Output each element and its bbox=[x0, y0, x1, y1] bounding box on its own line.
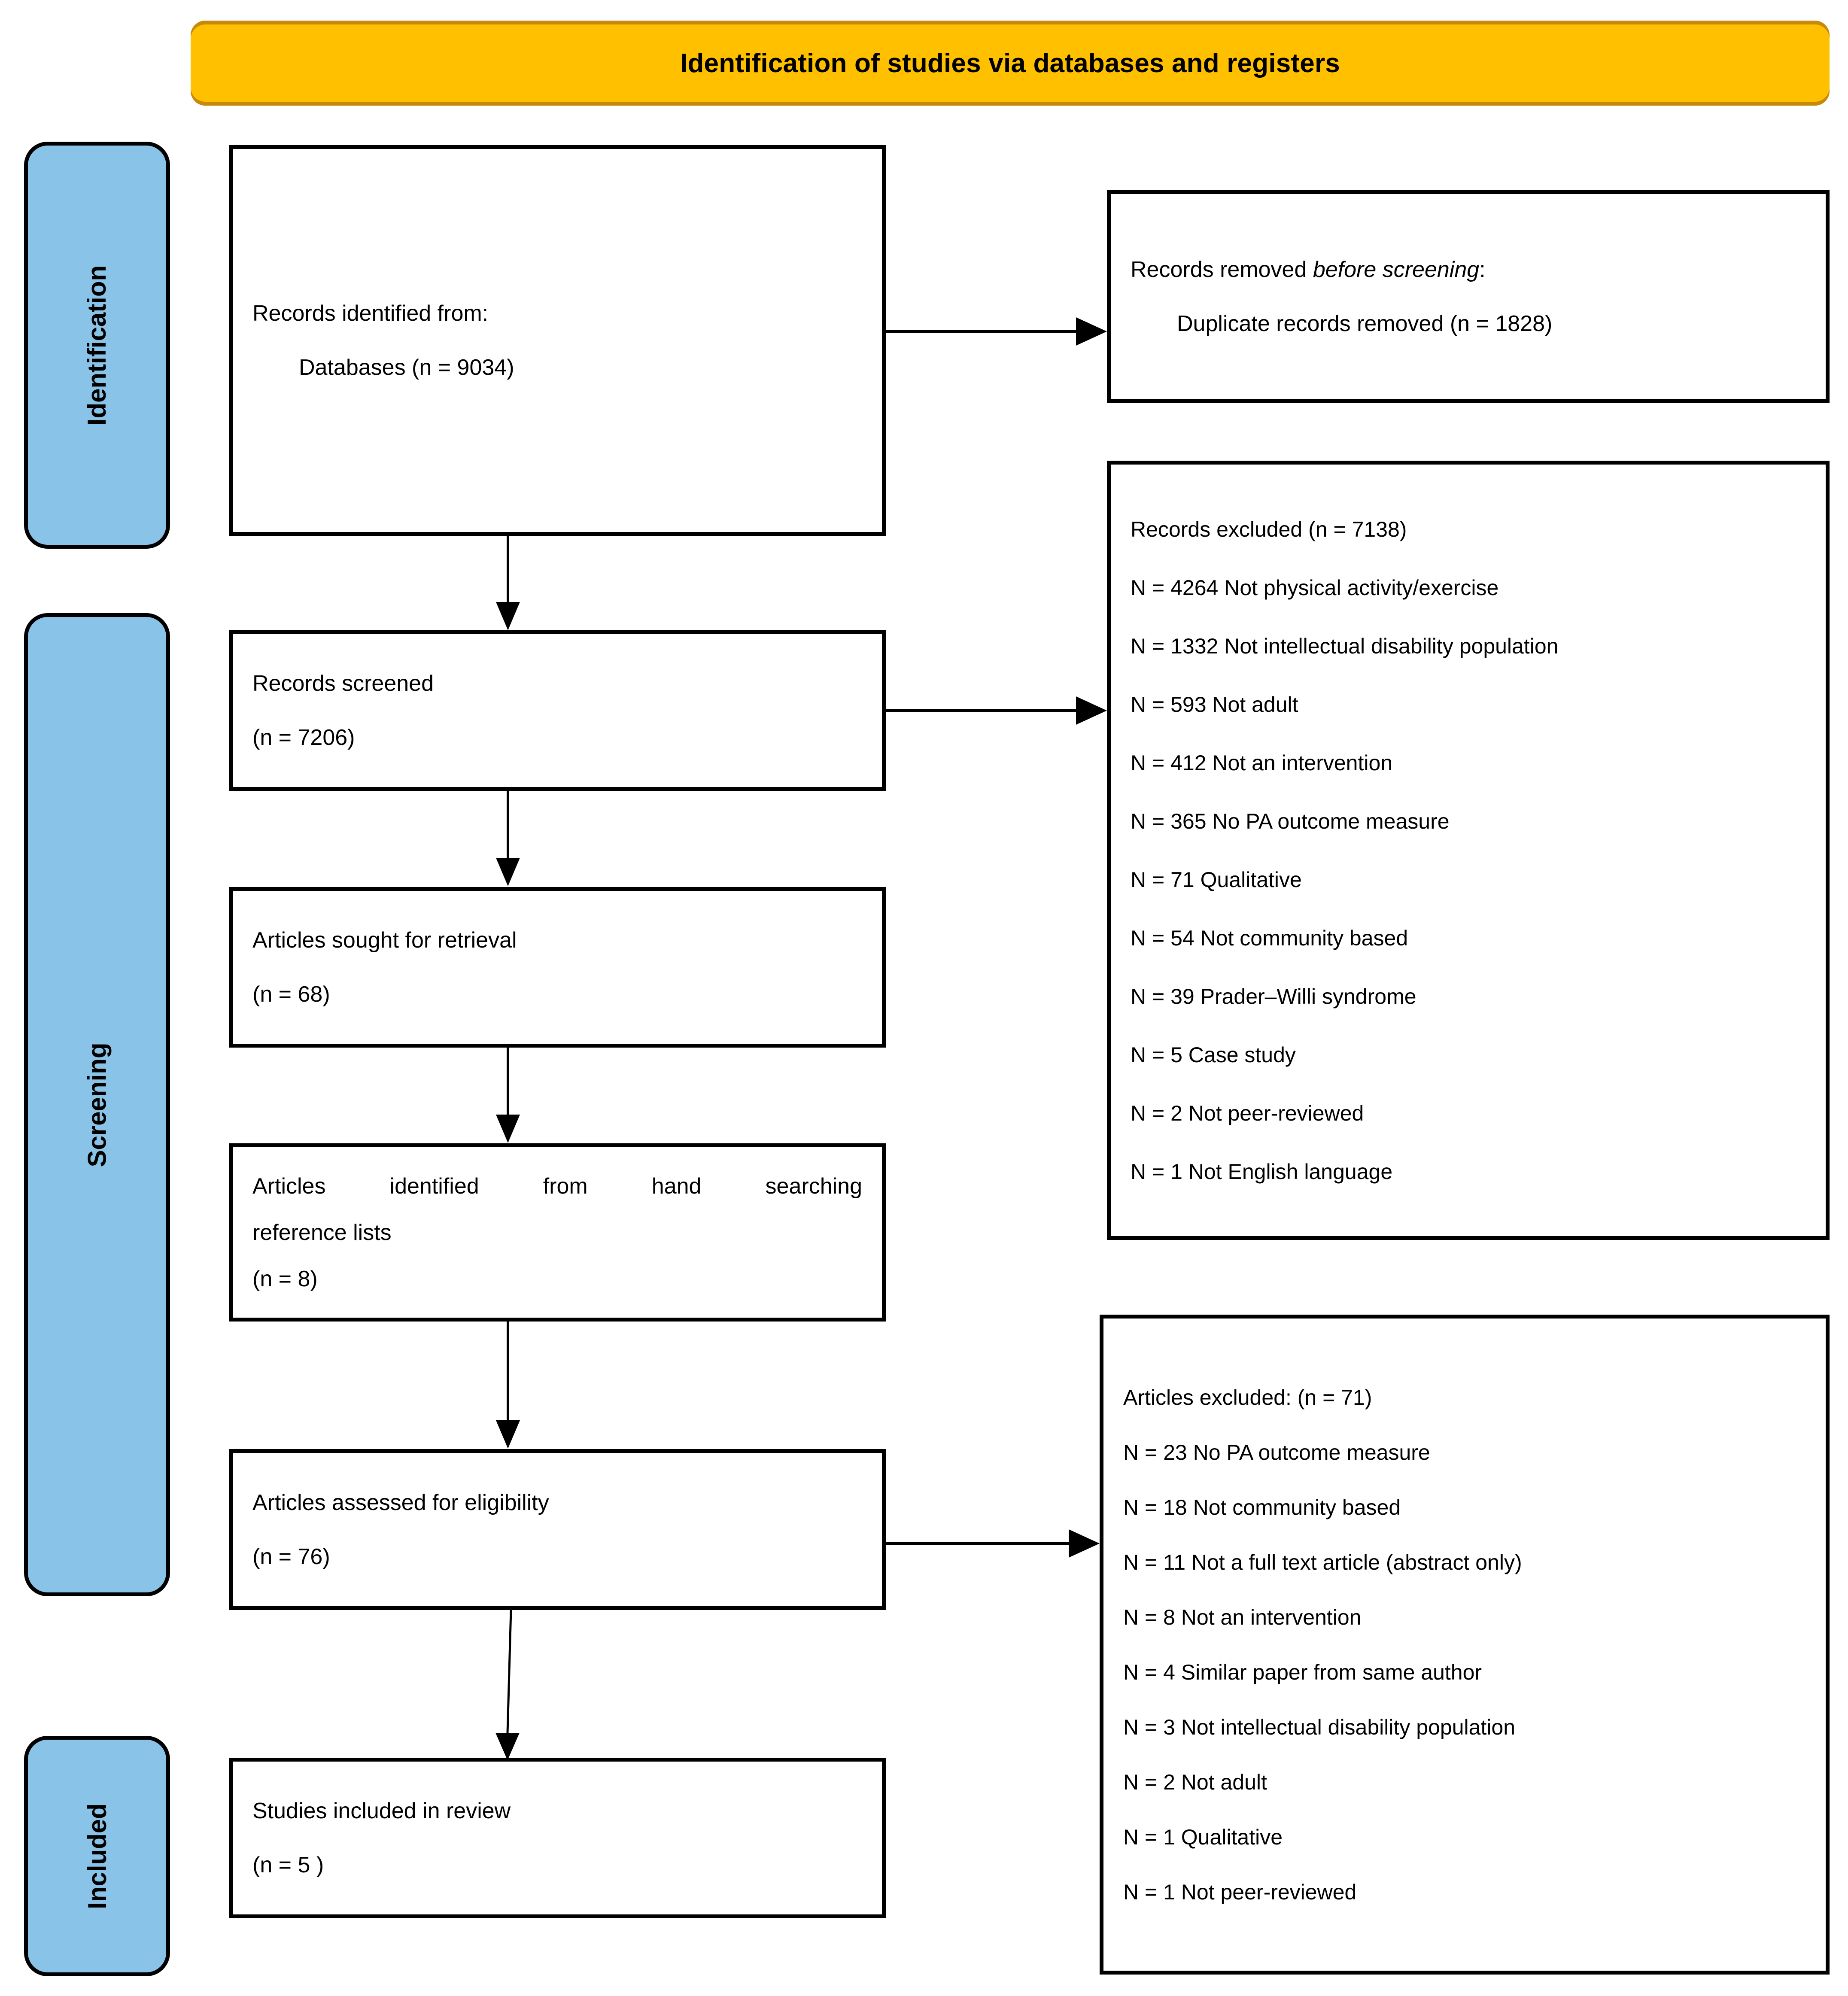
articles-sought-line2: (n = 68) bbox=[252, 982, 330, 1007]
stage-label-identification: Identification bbox=[24, 142, 170, 549]
records-removed-line1: Records removed before screening: bbox=[1131, 258, 1806, 281]
box-articles-eligibility: Articles assessed for eligibility (n = 7… bbox=[229, 1449, 886, 1610]
arrowhead-sought-to-handsearch bbox=[496, 1115, 520, 1143]
records-removed-line2: Duplicate records removed (n = 1828) bbox=[1177, 311, 1553, 336]
box-records-excluded: Records excluded (n = 7138) N = 4264 Not… bbox=[1107, 461, 1830, 1240]
connector-handsearch-to-eligibility bbox=[507, 1322, 509, 1421]
articles-excluded-item: N = 2 Not adult bbox=[1123, 1770, 1267, 1794]
records-screened-line2: (n = 7206) bbox=[252, 725, 355, 750]
articles-excluded-item: N = 23 No PA outcome measure bbox=[1123, 1440, 1430, 1464]
records-excluded-item: N = 412 Not an intervention bbox=[1131, 750, 1393, 775]
studies-included-line2: (n = 5 ) bbox=[252, 1853, 324, 1878]
records-identified-line1: Records identified from: bbox=[252, 301, 489, 326]
connector-sought-to-handsearch bbox=[507, 1048, 509, 1115]
records-excluded-item: N = 1 Not English language bbox=[1131, 1159, 1393, 1184]
records-identified-line2: Databases (n = 9034) bbox=[299, 355, 514, 380]
box-records-removed: Records removed before screening: Duplic… bbox=[1107, 190, 1830, 403]
studies-included-line1: Studies included in review bbox=[252, 1799, 511, 1823]
articles-eligibility-line1: Articles assessed for eligibility bbox=[252, 1490, 549, 1515]
connector-identified-to-screened bbox=[507, 536, 509, 605]
records-excluded-item: N = 39 Prader–Willi syndrome bbox=[1131, 984, 1416, 1009]
page-title: Identification of studies via databases … bbox=[680, 48, 1340, 78]
articles-excluded-item: N = 1 Qualitative bbox=[1123, 1825, 1283, 1849]
records-excluded-item: N = 593 Not adult bbox=[1131, 692, 1298, 717]
articles-handsearch-line3: (n = 8) bbox=[252, 1266, 318, 1291]
records-removed-emphasis: before screening bbox=[1313, 257, 1480, 282]
arrowhead-screened-to-sought bbox=[496, 858, 520, 886]
box-articles-excluded: Articles excluded: (n = 71) N = 23 No PA… bbox=[1100, 1315, 1830, 1975]
articles-sought-line1: Articles sought for retrieval bbox=[252, 928, 517, 953]
arrowhead-identified-to-removed bbox=[1076, 317, 1107, 346]
connector-identified-to-removed bbox=[886, 330, 1078, 333]
records-removed-suffix: : bbox=[1479, 257, 1486, 282]
connector-eligibility-to-articles-excluded bbox=[886, 1542, 1070, 1545]
records-screened-line1: Records screened bbox=[252, 671, 434, 696]
articles-excluded-item: N = 11 Not a full text article (abstract… bbox=[1123, 1550, 1522, 1574]
arrowhead-eligibility-to-articles-excluded bbox=[1069, 1529, 1100, 1558]
articles-excluded-item: N = 4 Similar paper from same author bbox=[1123, 1660, 1482, 1684]
records-removed-prefix: Records removed bbox=[1131, 257, 1313, 282]
box-records-screened: Records screened (n = 7206) bbox=[229, 630, 886, 791]
records-excluded-item: N = 54 Not community based bbox=[1131, 926, 1408, 950]
diagram-header-banner: Identification of studies via databases … bbox=[191, 21, 1830, 106]
articles-handsearch-line1: Articles identified from hand searching bbox=[252, 1173, 862, 1199]
articles-excluded-item: N = 18 Not community based bbox=[1123, 1495, 1401, 1519]
articles-handsearch-line2: reference lists bbox=[252, 1220, 392, 1245]
arrowhead-handsearch-to-eligibility bbox=[496, 1420, 520, 1449]
connector-screened-to-excluded bbox=[886, 709, 1078, 712]
box-articles-handsearch: Articles identified from hand searching … bbox=[229, 1143, 886, 1322]
articles-excluded-item: N = 1 Not peer-reviewed bbox=[1123, 1880, 1357, 1904]
connector-eligibility-to-included bbox=[495, 1610, 520, 1760]
articles-excluded-heading: Articles excluded: (n = 71) bbox=[1123, 1385, 1372, 1410]
records-excluded-item: N = 71 Qualitative bbox=[1131, 867, 1302, 892]
arrowhead-screened-to-excluded bbox=[1076, 696, 1107, 725]
records-excluded-item: N = 5 Case study bbox=[1131, 1042, 1296, 1067]
stage-label-text: Screening bbox=[82, 1042, 112, 1167]
connector-screened-to-sought bbox=[507, 791, 509, 860]
records-excluded-heading: Records excluded (n = 7138) bbox=[1131, 517, 1407, 541]
records-excluded-item: N = 365 No PA outcome measure bbox=[1131, 809, 1450, 833]
records-excluded-item: N = 1332 Not intellectual disability pop… bbox=[1131, 634, 1559, 658]
box-articles-sought: Articles sought for retrieval (n = 68) bbox=[229, 887, 886, 1048]
articles-excluded-item: N = 3 Not intellectual disability popula… bbox=[1123, 1715, 1516, 1739]
articles-excluded-item: N = 8 Not an intervention bbox=[1123, 1605, 1362, 1629]
arrowhead-identified-to-screened bbox=[496, 602, 520, 630]
box-studies-included: Studies included in review (n = 5 ) bbox=[229, 1758, 886, 1918]
records-excluded-item: N = 4264 Not physical activity/exercise bbox=[1131, 575, 1499, 600]
stage-label-included: Included bbox=[24, 1736, 170, 1976]
articles-eligibility-line2: (n = 76) bbox=[252, 1544, 330, 1569]
box-records-identified: Records identified from: Databases (n = … bbox=[229, 145, 886, 536]
records-excluded-item: N = 2 Not peer-reviewed bbox=[1131, 1101, 1364, 1125]
stage-label-text: Included bbox=[82, 1803, 112, 1909]
stage-label-screening: Screening bbox=[24, 613, 170, 1596]
stage-label-text: Identification bbox=[82, 265, 112, 425]
